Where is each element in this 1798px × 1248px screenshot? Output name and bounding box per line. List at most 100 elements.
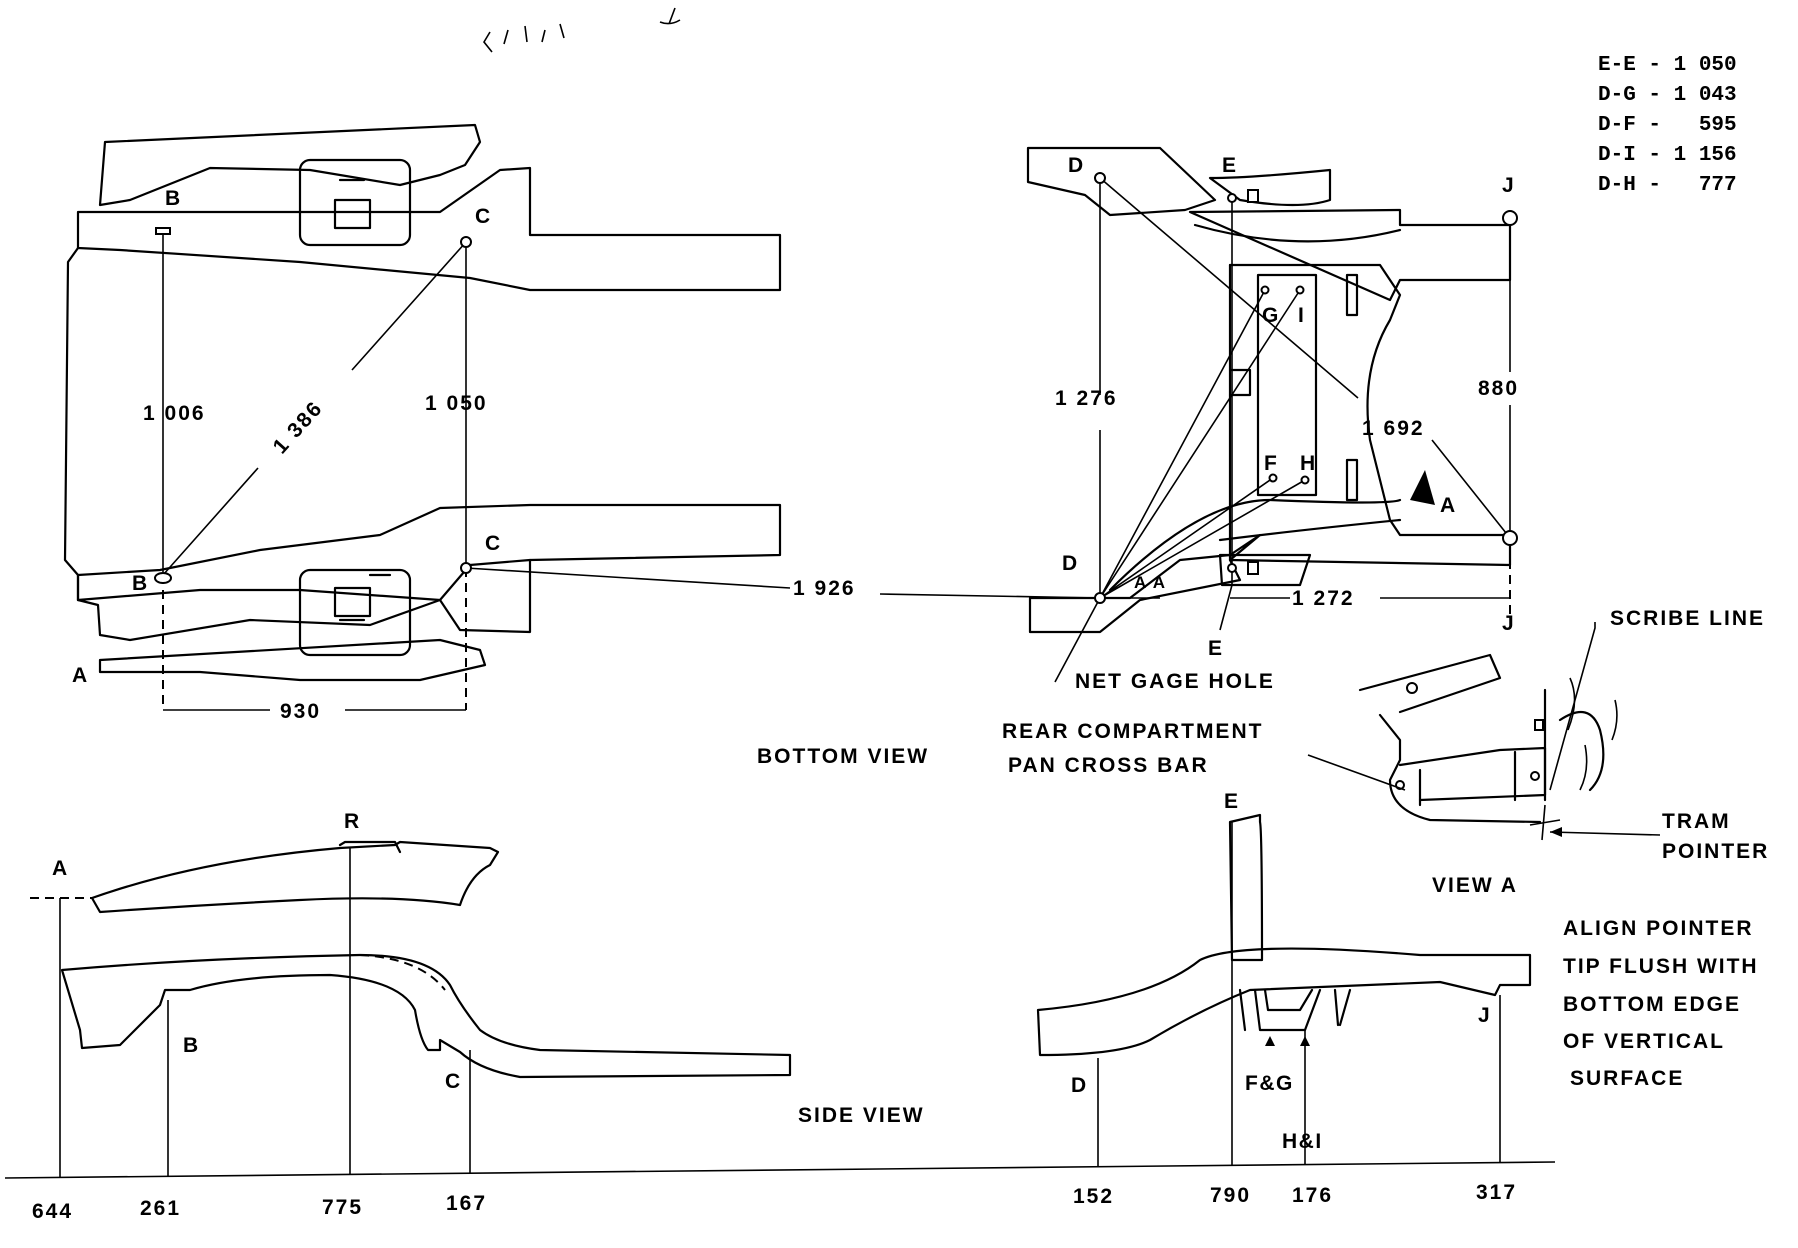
point-j-bot: J bbox=[1502, 612, 1515, 635]
hole-c-top bbox=[460, 236, 472, 248]
legend-di: D-I - 1 156 bbox=[1598, 144, 1737, 167]
bc-diagonal bbox=[162, 241, 467, 576]
hole-i bbox=[1295, 285, 1305, 295]
align-note-1: ALIGN POINTER bbox=[1563, 917, 1754, 940]
slot-right-top bbox=[1345, 273, 1359, 317]
hole-h bbox=[1300, 475, 1310, 485]
point-c-bottom: C bbox=[485, 532, 502, 555]
point-g: G bbox=[1262, 304, 1280, 327]
lower-rail-outline bbox=[76, 558, 532, 642]
side-point-r: R bbox=[344, 810, 361, 833]
pad-slots bbox=[338, 178, 392, 622]
height-775: 775 bbox=[322, 1196, 363, 1219]
height-176: 176 bbox=[1292, 1184, 1333, 1207]
hole-c-bottom bbox=[460, 562, 472, 574]
lower-pad-e bbox=[1218, 553, 1312, 587]
side-r-tab bbox=[338, 840, 402, 854]
tram-pointer-shape bbox=[1529, 804, 1561, 841]
side-point-hi: H&I bbox=[1282, 1130, 1323, 1153]
detail-bracket-top bbox=[1358, 653, 1502, 714]
detail-pan bbox=[1378, 713, 1547, 824]
hole-d-bot bbox=[1094, 592, 1106, 604]
hole-e-bot bbox=[1227, 563, 1237, 573]
hole-j-bot bbox=[1502, 530, 1518, 546]
upper-right-rail bbox=[1188, 208, 1512, 302]
dim-1050: 1 050 bbox=[425, 392, 488, 415]
align-note-3: BOTTOM EDGE bbox=[1563, 993, 1741, 1016]
scribe-line-label: SCRIBE LINE bbox=[1610, 607, 1765, 630]
rear-view-drawing: D E J G I F H A D E J A A 1 276 880 1 69… bbox=[1002, 146, 1518, 777]
side-point-d: D bbox=[1071, 1074, 1088, 1097]
side-dashed-arch bbox=[359, 954, 446, 991]
hole-f bbox=[1268, 473, 1278, 483]
point-d-bot: D bbox=[1062, 552, 1079, 575]
height-790: 790 bbox=[1210, 1184, 1251, 1207]
scribe-leader bbox=[1549, 622, 1596, 791]
legend-dg: D-G - 1 043 bbox=[1598, 84, 1737, 107]
front-crossmember bbox=[63, 246, 80, 602]
legend-df: D-F - 595 bbox=[1598, 114, 1737, 137]
legend-dh: D-H - 777 bbox=[1598, 174, 1737, 197]
upper-pad-slot bbox=[333, 198, 372, 230]
lower-frame-rail bbox=[76, 503, 782, 602]
right-body-outline bbox=[1193, 223, 1512, 567]
detail-hole-3 bbox=[1530, 771, 1540, 781]
e-leader bbox=[1219, 584, 1233, 631]
point-e-bot: E bbox=[1208, 637, 1224, 660]
height-644: 644 bbox=[32, 1200, 73, 1223]
side-upper-rail bbox=[90, 840, 500, 914]
lower-left-rail bbox=[1028, 533, 1262, 634]
detail-hatch bbox=[1567, 677, 1618, 791]
tram-label-2: POINTER bbox=[1662, 840, 1769, 863]
hole-j-top bbox=[1502, 210, 1518, 226]
point-b-bottom: B bbox=[132, 572, 149, 595]
upper-left-rail bbox=[1026, 146, 1217, 217]
bottom-view-title: BOTTOM VIEW bbox=[757, 745, 929, 768]
point-b-top: B bbox=[165, 187, 182, 210]
point-j-top: J bbox=[1502, 174, 1515, 197]
cross-bar-panel bbox=[1256, 273, 1318, 497]
d-to-fghi-lines bbox=[1099, 289, 1306, 599]
fg-hi-arrows bbox=[1265, 1036, 1310, 1046]
handwriting-scribble bbox=[483, 7, 681, 53]
side-point-j: J bbox=[1478, 1004, 1491, 1027]
b-d-line bbox=[465, 567, 1101, 599]
side-point-b: B bbox=[183, 1034, 200, 1057]
b-c-extension bbox=[162, 568, 467, 710]
point-h: H bbox=[1300, 452, 1317, 475]
side-point-c: C bbox=[445, 1070, 462, 1093]
upper-rail-outline bbox=[98, 123, 482, 207]
hole-e-top bbox=[1227, 193, 1237, 203]
point-a: A bbox=[72, 664, 89, 687]
dim-1692: 1 692 bbox=[1362, 417, 1425, 440]
dim-1276: 1 276 bbox=[1055, 387, 1118, 410]
lower-pad bbox=[298, 568, 412, 657]
point-a-view: A bbox=[1440, 494, 1457, 517]
bottom-view-drawing: B C B C A 1 006 1 386 1 050 930 1 926 BO… bbox=[63, 123, 1101, 768]
dim-930: 930 bbox=[280, 700, 321, 723]
align-note-5: SURFACE bbox=[1570, 1067, 1684, 1090]
point-c-top: C bbox=[475, 205, 492, 228]
hole-d-top bbox=[1094, 172, 1106, 184]
height-167: 167 bbox=[446, 1192, 487, 1215]
legend-ee: E-E - 1 050 bbox=[1598, 54, 1737, 77]
align-note-4: OF VERTICAL bbox=[1563, 1030, 1725, 1053]
hole-b-bottom bbox=[154, 572, 172, 584]
point-d-top: D bbox=[1068, 154, 1085, 177]
view-a-detail: SCRIBE LINE TRAM POINTER VIEW A ALIGN PO… bbox=[1307, 607, 1769, 1090]
detail-hole-1 bbox=[1406, 682, 1418, 694]
side-point-e: E bbox=[1224, 790, 1240, 813]
ground-line bbox=[4, 1161, 1556, 1179]
view-a-arrow bbox=[1410, 470, 1435, 505]
upper-frame-rail bbox=[76, 166, 782, 292]
side-cross-bar-legs bbox=[1238, 988, 1352, 1032]
net-gage-hole-label: NET GAGE HOLE bbox=[1075, 670, 1275, 693]
lower-pad-slot bbox=[333, 586, 372, 618]
side-notch bbox=[1228, 368, 1252, 397]
side-e-post bbox=[1228, 813, 1264, 962]
height-152: 152 bbox=[1073, 1185, 1114, 1208]
upper-pad bbox=[298, 158, 412, 247]
side-point-fg: F&G bbox=[1245, 1072, 1294, 1095]
upper-pad-e bbox=[1208, 168, 1332, 207]
